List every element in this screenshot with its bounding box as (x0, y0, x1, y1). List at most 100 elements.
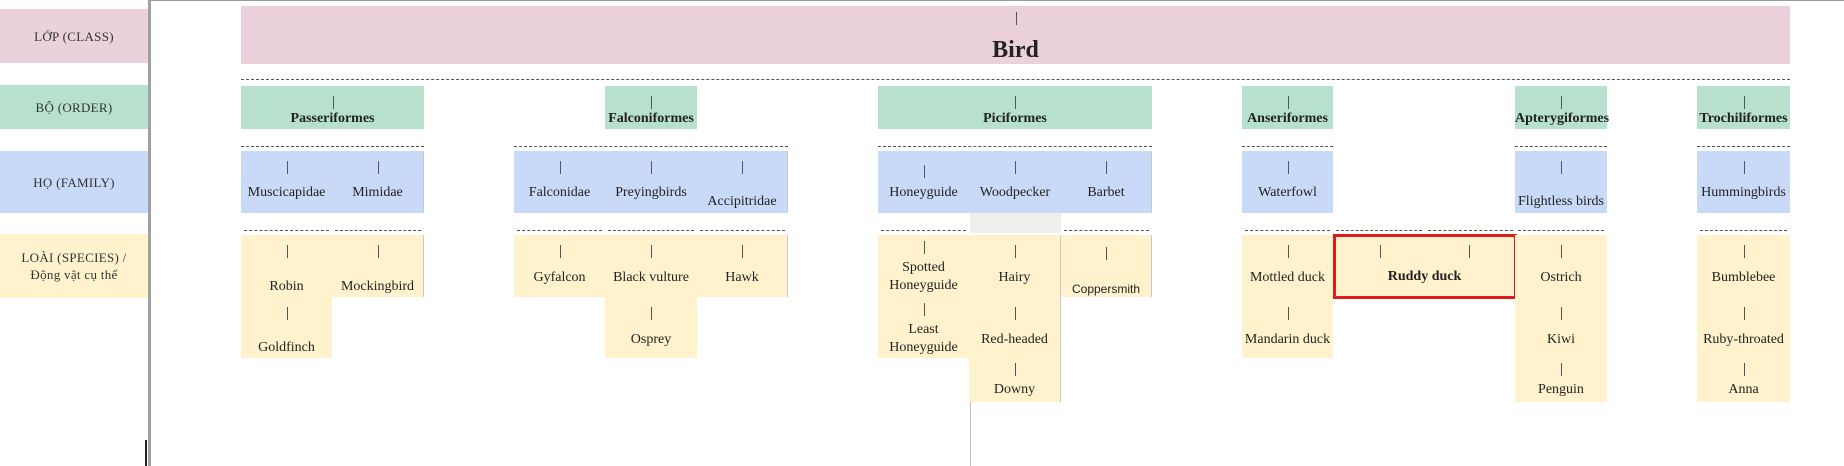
species-label: Bumblebee (1711, 270, 1776, 285)
family-label: Preyingbirds (615, 185, 687, 200)
family-connector-line (517, 230, 602, 231)
species-hairy: Hairy (969, 235, 1061, 297)
species-label: Spotted Honeyguide (889, 260, 958, 293)
order-label: Trochiliformes (1699, 111, 1788, 126)
species-label: Coppersmith (1071, 282, 1141, 296)
species-downy: Downy (969, 358, 1061, 402)
class-name: Bird (992, 37, 1039, 63)
family-connector-line (1064, 230, 1149, 231)
order-label: Apterygiformes (1515, 111, 1610, 126)
species-label: Mottled duck (1249, 270, 1326, 285)
order-anseriformes: Anseriformes (1242, 86, 1333, 129)
family-connector-line (700, 230, 785, 231)
species-mandarin-duck: Mandarin duck (1242, 297, 1333, 358)
family-label: Flightless birds (1518, 194, 1604, 209)
species-mockingbird: Mockingbird (332, 235, 424, 297)
family-barbet: Barbet (1061, 151, 1152, 213)
order-label: Piciformes (983, 111, 1047, 126)
family-preyingbirds: Preyingbirds (605, 151, 697, 213)
order-label: Falconiformes (608, 111, 694, 126)
species-label: Robin (269, 279, 304, 294)
selected-column-shade (970, 213, 1061, 233)
family-label: Falconidae (528, 185, 591, 200)
order-trochiliformes: Trochiliformes (1697, 86, 1790, 129)
family-label: Barbet (1087, 185, 1125, 200)
species-level-label-line2: Động vật cụ thể (30, 267, 118, 282)
family-connector-line (608, 230, 694, 231)
species-kiwi: Kiwi (1515, 297, 1607, 358)
species-label: Penguin (1538, 382, 1584, 397)
species-bumblebee: Bumblebee (1697, 235, 1790, 297)
class-box-bird: Bird (241, 6, 1790, 64)
species-anna: Anna (1697, 358, 1790, 402)
species-label: Mockingbird (340, 279, 415, 294)
order-label: Anseriformes (1247, 111, 1328, 126)
species-least-honeyguide: Least Honeyguide (878, 297, 969, 358)
species-ruby-throated: Ruby-throated (1697, 297, 1790, 358)
species-spotted-honeyguide: Spotted Honeyguide (878, 235, 969, 297)
family-level-label: HỌ (FAMILY) (0, 151, 148, 213)
family-connector-line (1518, 230, 1604, 231)
order-connector-line (878, 146, 1152, 147)
family-label: Mimidae (352, 185, 403, 200)
order-connector-line (241, 146, 424, 147)
family-mimidae: Mimidae (332, 151, 424, 213)
family-label: Muscicapidae (247, 185, 326, 200)
sheet-left-border (148, 0, 151, 466)
family-connector-line (1336, 230, 1422, 231)
species-label: Osprey (630, 332, 672, 347)
species-penguin: Penguin (1515, 358, 1607, 402)
species-osprey: Osprey (605, 297, 697, 358)
species-label: Hairy (998, 270, 1031, 285)
order-label: Passeriformes (290, 111, 375, 126)
species-label: Ruddy duck (1387, 269, 1462, 284)
order-passeriformes: Passeriformes (241, 86, 424, 129)
family-label: Hummingbirds (1701, 185, 1786, 200)
family-label: Waterfowl (1258, 185, 1317, 200)
order-connector-line (1697, 146, 1790, 147)
family-honeyguide: Honeyguide (878, 151, 969, 213)
family-accipitridae: Accipitridae (697, 151, 788, 213)
selected-cell-highlight (1333, 234, 1517, 299)
order-connector-line (1515, 146, 1607, 147)
class-connector-line (241, 79, 1790, 80)
species-red-headed: Red-headed (969, 297, 1061, 358)
family-label: Honeyguide (889, 185, 958, 200)
order-connector-line (1242, 146, 1333, 147)
species-label: Anna (1728, 382, 1759, 397)
order-level-label: BỘ (ORDER) (0, 85, 148, 129)
order-falconiformes: Falconiformes (605, 86, 697, 129)
species-label: Hawk (725, 270, 759, 285)
class-level-label: LỚP (CLASS) (0, 9, 148, 63)
species-label: Goldfinch (258, 340, 315, 355)
family-connector-line (881, 230, 966, 231)
species-label: Black vulture (613, 270, 689, 285)
top-border (151, 0, 1844, 1)
species-ruddy-duck: Ruddy duck (1334, 235, 1515, 297)
family-flightless-birds: Flightless birds (1515, 151, 1607, 213)
species-label: Mandarin duck (1244, 332, 1331, 347)
family-connector-line (244, 230, 329, 231)
family-woodpecker: Woodpecker (969, 151, 1061, 213)
species-label: Least Honeyguide (889, 322, 958, 355)
family-muscicapidae: Muscicapidae (241, 151, 332, 213)
family-connector-line (1245, 230, 1330, 231)
species-black-vulture: Black vulture (605, 235, 697, 297)
family-falconidae: Falconidae (514, 151, 605, 213)
species-label: Downy (993, 382, 1036, 397)
species-goldfinch: Goldfinch (241, 297, 332, 358)
species-robin: Robin (241, 235, 332, 297)
order-connector-line (514, 146, 788, 147)
species-label: Gyfalcon (533, 270, 586, 285)
column-divider (970, 350, 971, 466)
family-connector-line (1700, 230, 1787, 231)
species-ostrich: Ostrich (1515, 235, 1607, 297)
species-label: Ruby-throated (1703, 332, 1784, 347)
family-hummingbirds: Hummingbirds (1697, 151, 1790, 213)
family-label: Accipitridae (707, 194, 777, 209)
species-hawk: Hawk (697, 235, 788, 297)
species-label: Kiwi (1547, 332, 1575, 347)
species-gyfalcon: Gyfalcon (514, 235, 605, 297)
species-level-label-line1: LOÀI (SPECIES) / (21, 250, 127, 265)
family-connector-line (1428, 230, 1513, 231)
